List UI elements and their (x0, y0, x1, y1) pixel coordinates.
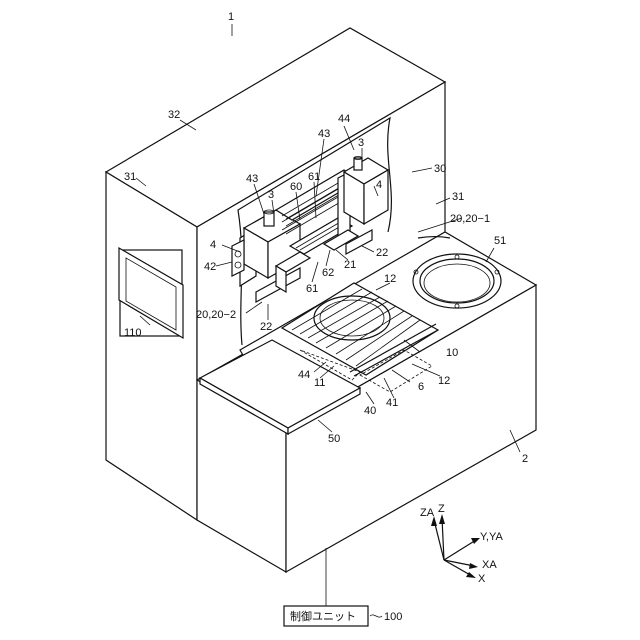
label-housing-top: 32 (168, 109, 180, 121)
label-cover: 30 (434, 163, 446, 175)
label-wafer: 11 (314, 377, 325, 389)
label-head-a: 4 (376, 179, 382, 191)
label-unit-a: 20,20−1 (450, 213, 490, 225)
label-chuck: 10 (446, 347, 458, 359)
axis-y-label: Y,YA (480, 531, 503, 543)
label-carriage: 21 (344, 259, 356, 271)
label-shaft-b: 61 (308, 171, 320, 183)
label-rail-a: 44 (338, 113, 350, 125)
label-arm-left: 42 (204, 261, 216, 273)
label-housing-right: 31 (452, 191, 464, 203)
label-cassette-box: 40 (364, 405, 376, 417)
label-cleaner: 51 (494, 235, 506, 247)
label-shaft-c: 61 (306, 283, 318, 295)
label-table-b: 12 (438, 375, 450, 387)
label-column-b: 43 (318, 128, 330, 140)
label-column-a: 43 (246, 173, 258, 185)
label-head-b: 4 (210, 239, 216, 251)
label-base: 2 (522, 453, 528, 465)
label-bracket-b: 3 (358, 137, 364, 149)
label-foot-a: 22 (376, 247, 388, 259)
label-cassette-rail: 41 (386, 397, 398, 409)
label-table-a: 12 (384, 273, 396, 285)
label-shaft-a: 60 (290, 181, 302, 193)
label-apparatus: 1 (228, 11, 234, 23)
label-motor: 6 (418, 381, 424, 393)
axis-x-label: X (478, 573, 486, 585)
label-foot-b: 22 (260, 321, 272, 333)
axis-indicator: ZA Z Y,YA XA X (420, 503, 503, 585)
control-unit: 制御ユニット 100 (284, 606, 402, 626)
label-bracket-a: 3 (268, 189, 274, 201)
label-plate: 62 (322, 267, 334, 279)
label-housing-left-top: 31 (124, 171, 136, 183)
control-unit-label: 制御ユニット (290, 609, 356, 623)
axis-za-label: ZA (420, 507, 435, 519)
label-unit-b: 20,20−2 (196, 309, 236, 321)
label-rail-b: 44 (298, 369, 310, 381)
axis-z-label: Z (438, 503, 445, 515)
axis-xa-label: XA (482, 559, 497, 571)
control-unit-ref: 100 (384, 611, 402, 623)
label-display: 110 (124, 327, 142, 339)
label-cassette-table: 50 (328, 433, 340, 445)
